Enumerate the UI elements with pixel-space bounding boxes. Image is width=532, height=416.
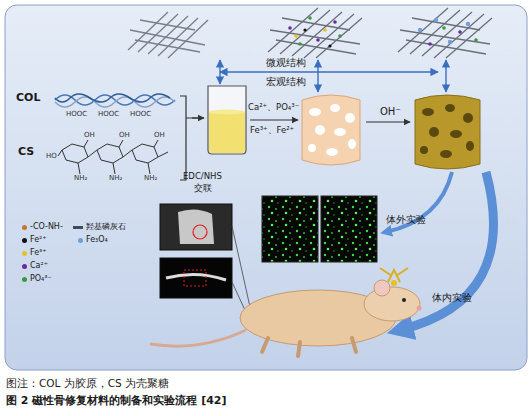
label-text: 微观结构: [266, 57, 306, 69]
legend-text: PO₄³⁻: [30, 274, 52, 283]
label-text: 宏观结构: [266, 76, 306, 88]
reagent-label: Ca²⁺、PO₄³⁻: [248, 103, 299, 113]
figure-note: 图注：COL 为胶原，CS 为壳聚糖: [6, 377, 169, 389]
figure-caption: 图 2 磁性骨修复材料的制备和实验流程 [42]: [6, 395, 227, 408]
step-label: 体内实验: [432, 292, 472, 304]
legend-text: Fe₃O₄: [86, 235, 108, 244]
legend-swatch: [22, 264, 27, 269]
legend-text: 羟基磷灰石: [86, 222, 126, 231]
chem-group: HOOC: [98, 110, 119, 118]
legend-swatch: [78, 238, 83, 243]
legend-bar: [73, 226, 83, 229]
molecule-node: CS: [18, 146, 34, 159]
chem-group: OH: [154, 131, 165, 139]
molecule-node: COL: [16, 92, 40, 105]
chem-group: HOOC: [130, 110, 151, 118]
legend-swatch: [22, 225, 27, 230]
chem-group: OH: [84, 131, 95, 139]
reagent-label: Fe³⁺、Fe²⁺: [250, 126, 294, 136]
legend-swatch: [22, 277, 27, 282]
chem-group: NH₂: [74, 174, 87, 182]
reagent-label: OH⁻: [380, 106, 401, 118]
step-label: 体外实验: [386, 214, 426, 226]
legend-text: Ca²⁺: [30, 261, 48, 270]
chem-group: HOOC: [66, 110, 87, 118]
chem-group: HO: [46, 152, 57, 160]
process-label: EDC/NHS: [183, 172, 222, 182]
chem-group: NH₂: [109, 174, 122, 182]
legend-swatch: [22, 251, 27, 256]
legend-text: -CO-NH-: [30, 222, 63, 231]
legend-swatch: [22, 238, 27, 243]
node-label: CS: [18, 146, 34, 159]
legend-text: Fe³⁺: [30, 248, 47, 257]
chem-group: NH₂: [144, 174, 157, 182]
chem-group: OH: [119, 131, 130, 139]
process-label: 交联: [194, 184, 212, 194]
legend-text: Fe²⁺: [30, 235, 47, 244]
node-label: COL: [16, 92, 40, 105]
